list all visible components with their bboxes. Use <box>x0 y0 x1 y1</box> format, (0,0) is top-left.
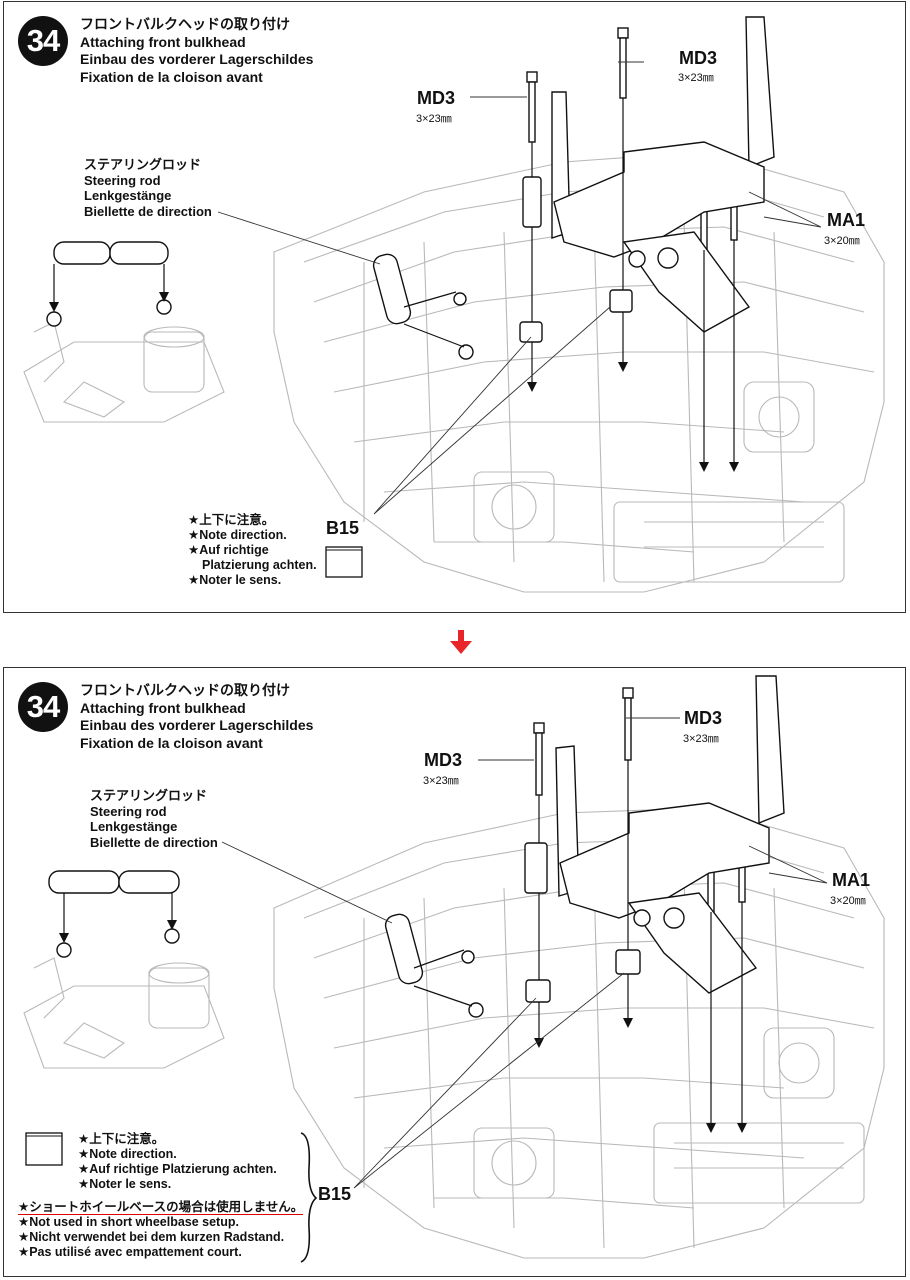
note-direction: ★上下に注意。 ★Note direction. ★Auf richtige P… <box>78 1132 277 1191</box>
part-md3-left-size: 3×23㎜ <box>416 113 452 125</box>
part-md3-right-size: 3×23㎜ <box>683 733 719 745</box>
title-english: Attaching front bulkhead <box>80 33 246 50</box>
part-md3-left-size: 3×23㎜ <box>423 775 459 787</box>
assembly-diagram <box>23 16 885 593</box>
part-ma1-name: MA1 <box>827 210 866 230</box>
steering-rod-label: ステアリングロッド Steering rod Lenkgestänge Biel… <box>84 157 212 219</box>
steering-rod-label: ステアリングロッド Steering rod Lenkgestänge Biel… <box>90 788 218 850</box>
down-arrow-icon <box>450 630 472 654</box>
part-ma1-name: MA1 <box>832 870 871 890</box>
title-french: Fixation de la cloison avant <box>80 734 263 751</box>
title-french: Fixation de la cloison avant <box>80 68 263 85</box>
note-direction: ★上下に注意。 ★Note direction. ★Auf richtige P… <box>188 513 317 587</box>
title-german: Einbau des vorderer Lagerschildes <box>80 51 314 67</box>
part-md3-right-name: MD3 <box>679 48 718 68</box>
part-md3-right-name: MD3 <box>684 708 723 728</box>
part-md3-left-name: MD3 <box>424 750 463 770</box>
step-number-badge: 34 <box>18 16 68 66</box>
step-34-panel-revised: 34 フロントバルクヘッドの取り付け Attaching front bulkh… <box>3 667 906 1277</box>
title-english: Attaching front bulkhead <box>80 699 246 716</box>
step-titles: フロントバルクヘッドの取り付け Attaching front bulkhead… <box>80 16 313 86</box>
part-b15-name: B15 <box>318 1184 352 1204</box>
part-md3-left-name: MD3 <box>417 88 456 108</box>
part-b15-name: B15 <box>326 518 360 538</box>
assembly-diagram <box>23 675 885 1263</box>
title-japanese: フロントバルクヘッドの取り付け <box>80 682 290 698</box>
step-number-badge: 34 <box>18 682 68 732</box>
step-34-panel-original: 34 フロントバルクヘッドの取り付け Attaching front bulkh… <box>3 1 906 613</box>
part-ma1-size: 3×20㎜ <box>824 235 860 247</box>
title-german: Einbau des vorderer Lagerschildes <box>80 717 314 733</box>
part-md3-right-size: 3×23㎜ <box>678 72 714 84</box>
title-japanese: フロントバルクヘッドの取り付け <box>80 16 290 32</box>
part-ma1-size: 3×20㎜ <box>830 895 866 907</box>
note-short-wheelbase: ★ショートホイールベースの場合は使用しません。 ★Not used in sho… <box>18 1200 304 1259</box>
step-titles: フロントバルクヘッドの取り付け Attaching front bulkhead… <box>80 682 313 752</box>
